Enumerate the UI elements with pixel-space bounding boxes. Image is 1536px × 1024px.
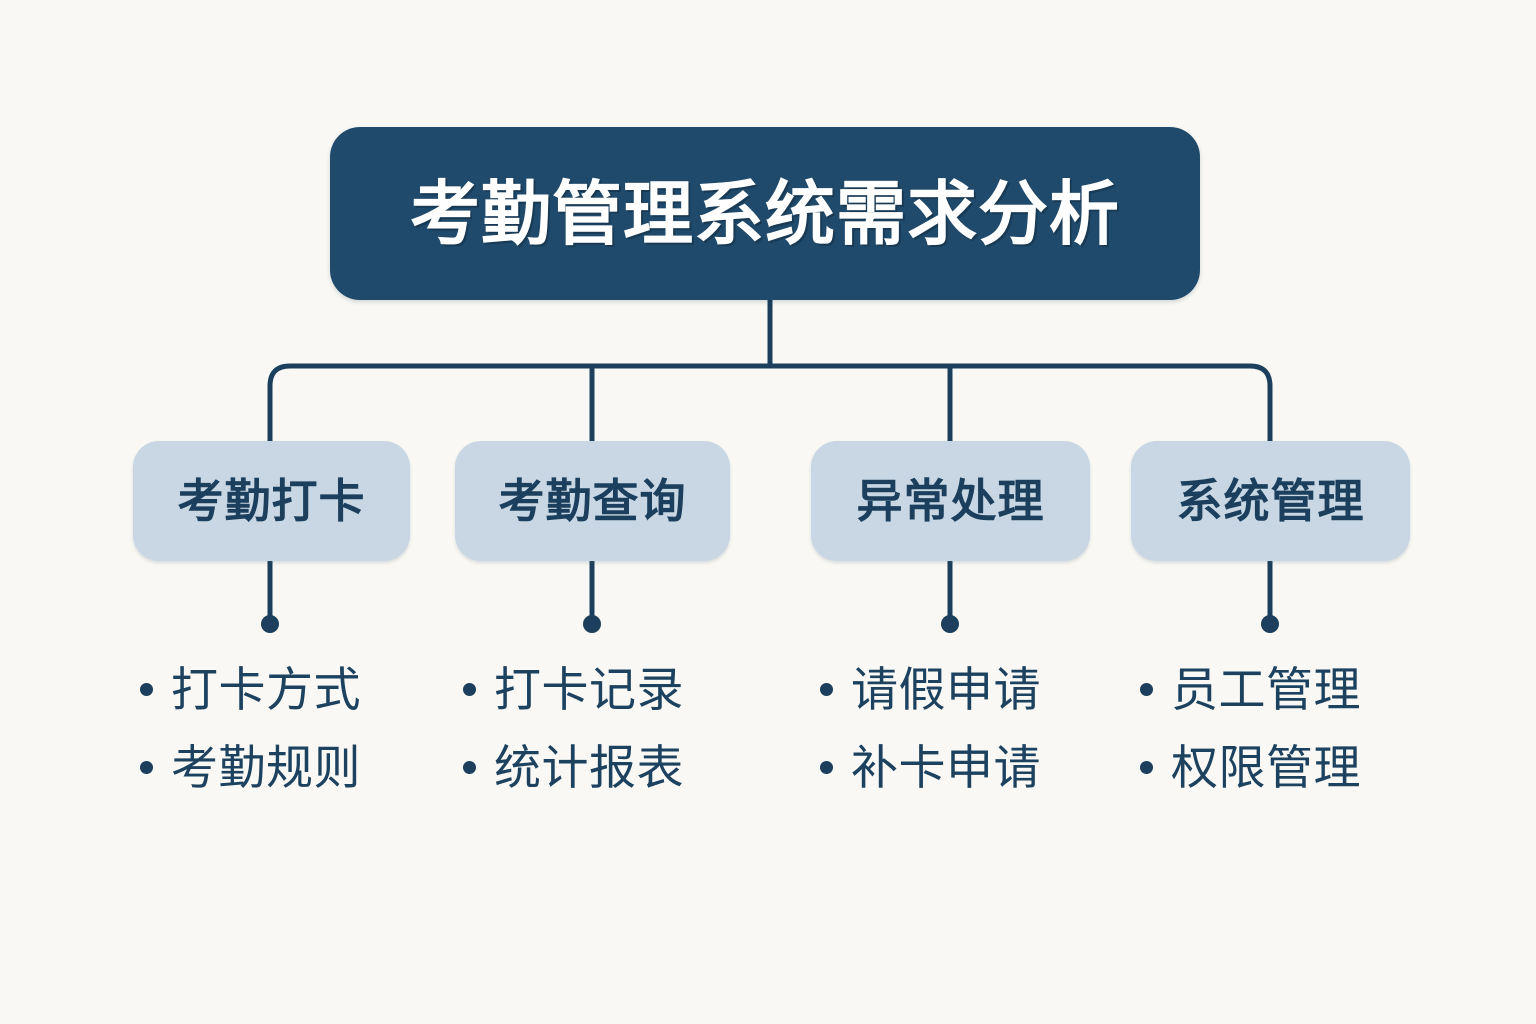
leaf-label: 打卡方式	[171, 662, 361, 716]
leaf-list-3: 请假申请 补卡申请	[820, 650, 1160, 806]
leaf-label: 考勤规则	[171, 740, 361, 794]
branch-node-2[interactable]: 考勤查询	[455, 441, 730, 561]
bullet-dot-icon	[463, 760, 476, 774]
leaf-item[interactable]: 请假申请	[820, 650, 1160, 728]
bullet-dot-icon	[820, 682, 833, 696]
leaf-label: 统计报表	[494, 740, 684, 794]
bullet-dot-icon	[463, 682, 476, 696]
branch-node-2-label: 考勤查询	[498, 475, 687, 527]
branch-node-3-label: 异常处理	[856, 475, 1045, 527]
leaf-label: 打卡记录	[494, 662, 684, 716]
leaf-item[interactable]: 考勤规则	[140, 728, 480, 806]
leaf-item[interactable]: 统计报表	[463, 728, 803, 806]
leaf-item[interactable]: 员工管理	[1140, 650, 1480, 728]
bullet-dot-icon	[140, 682, 153, 696]
root-node-title: 考勤管理系统需求分析	[410, 174, 1120, 253]
branch-node-4[interactable]: 系统管理	[1131, 441, 1410, 561]
connector-bus	[267, 363, 1273, 441]
leaf-list-1: 打卡方式 考勤规则	[140, 650, 480, 806]
branch-node-1[interactable]: 考勤打卡	[133, 441, 410, 561]
branch-node-4-label: 系统管理	[1176, 475, 1365, 527]
connector-endpoint-dot-2	[583, 615, 601, 633]
leaf-list-2: 打卡记录 统计报表	[463, 650, 803, 806]
leaf-item[interactable]: 补卡申请	[820, 728, 1160, 806]
leaf-item[interactable]: 打卡方式	[140, 650, 480, 728]
bullet-dot-icon	[140, 760, 153, 774]
bullet-dot-icon	[1140, 760, 1153, 774]
leaf-label: 补卡申请	[851, 740, 1041, 794]
bullet-dot-icon	[820, 760, 833, 774]
leaf-list-4: 员工管理 权限管理	[1140, 650, 1480, 806]
connector-endpoint-dot-1	[261, 615, 279, 633]
root-node[interactable]: 考勤管理系统需求分析	[330, 127, 1200, 300]
leaf-item[interactable]: 权限管理	[1140, 728, 1480, 806]
leaf-label: 请假申请	[851, 662, 1041, 716]
branch-node-1-label: 考勤打卡	[177, 475, 366, 527]
bullet-dot-icon	[1140, 682, 1153, 696]
leaf-label: 权限管理	[1171, 740, 1361, 794]
branch-node-3[interactable]: 异常处理	[811, 441, 1090, 561]
leaf-item[interactable]: 打卡记录	[463, 650, 803, 728]
connector-endpoint-dot-3	[941, 615, 959, 633]
connector-endpoint-dot-4	[1261, 615, 1279, 633]
leaf-label: 员工管理	[1171, 662, 1361, 716]
